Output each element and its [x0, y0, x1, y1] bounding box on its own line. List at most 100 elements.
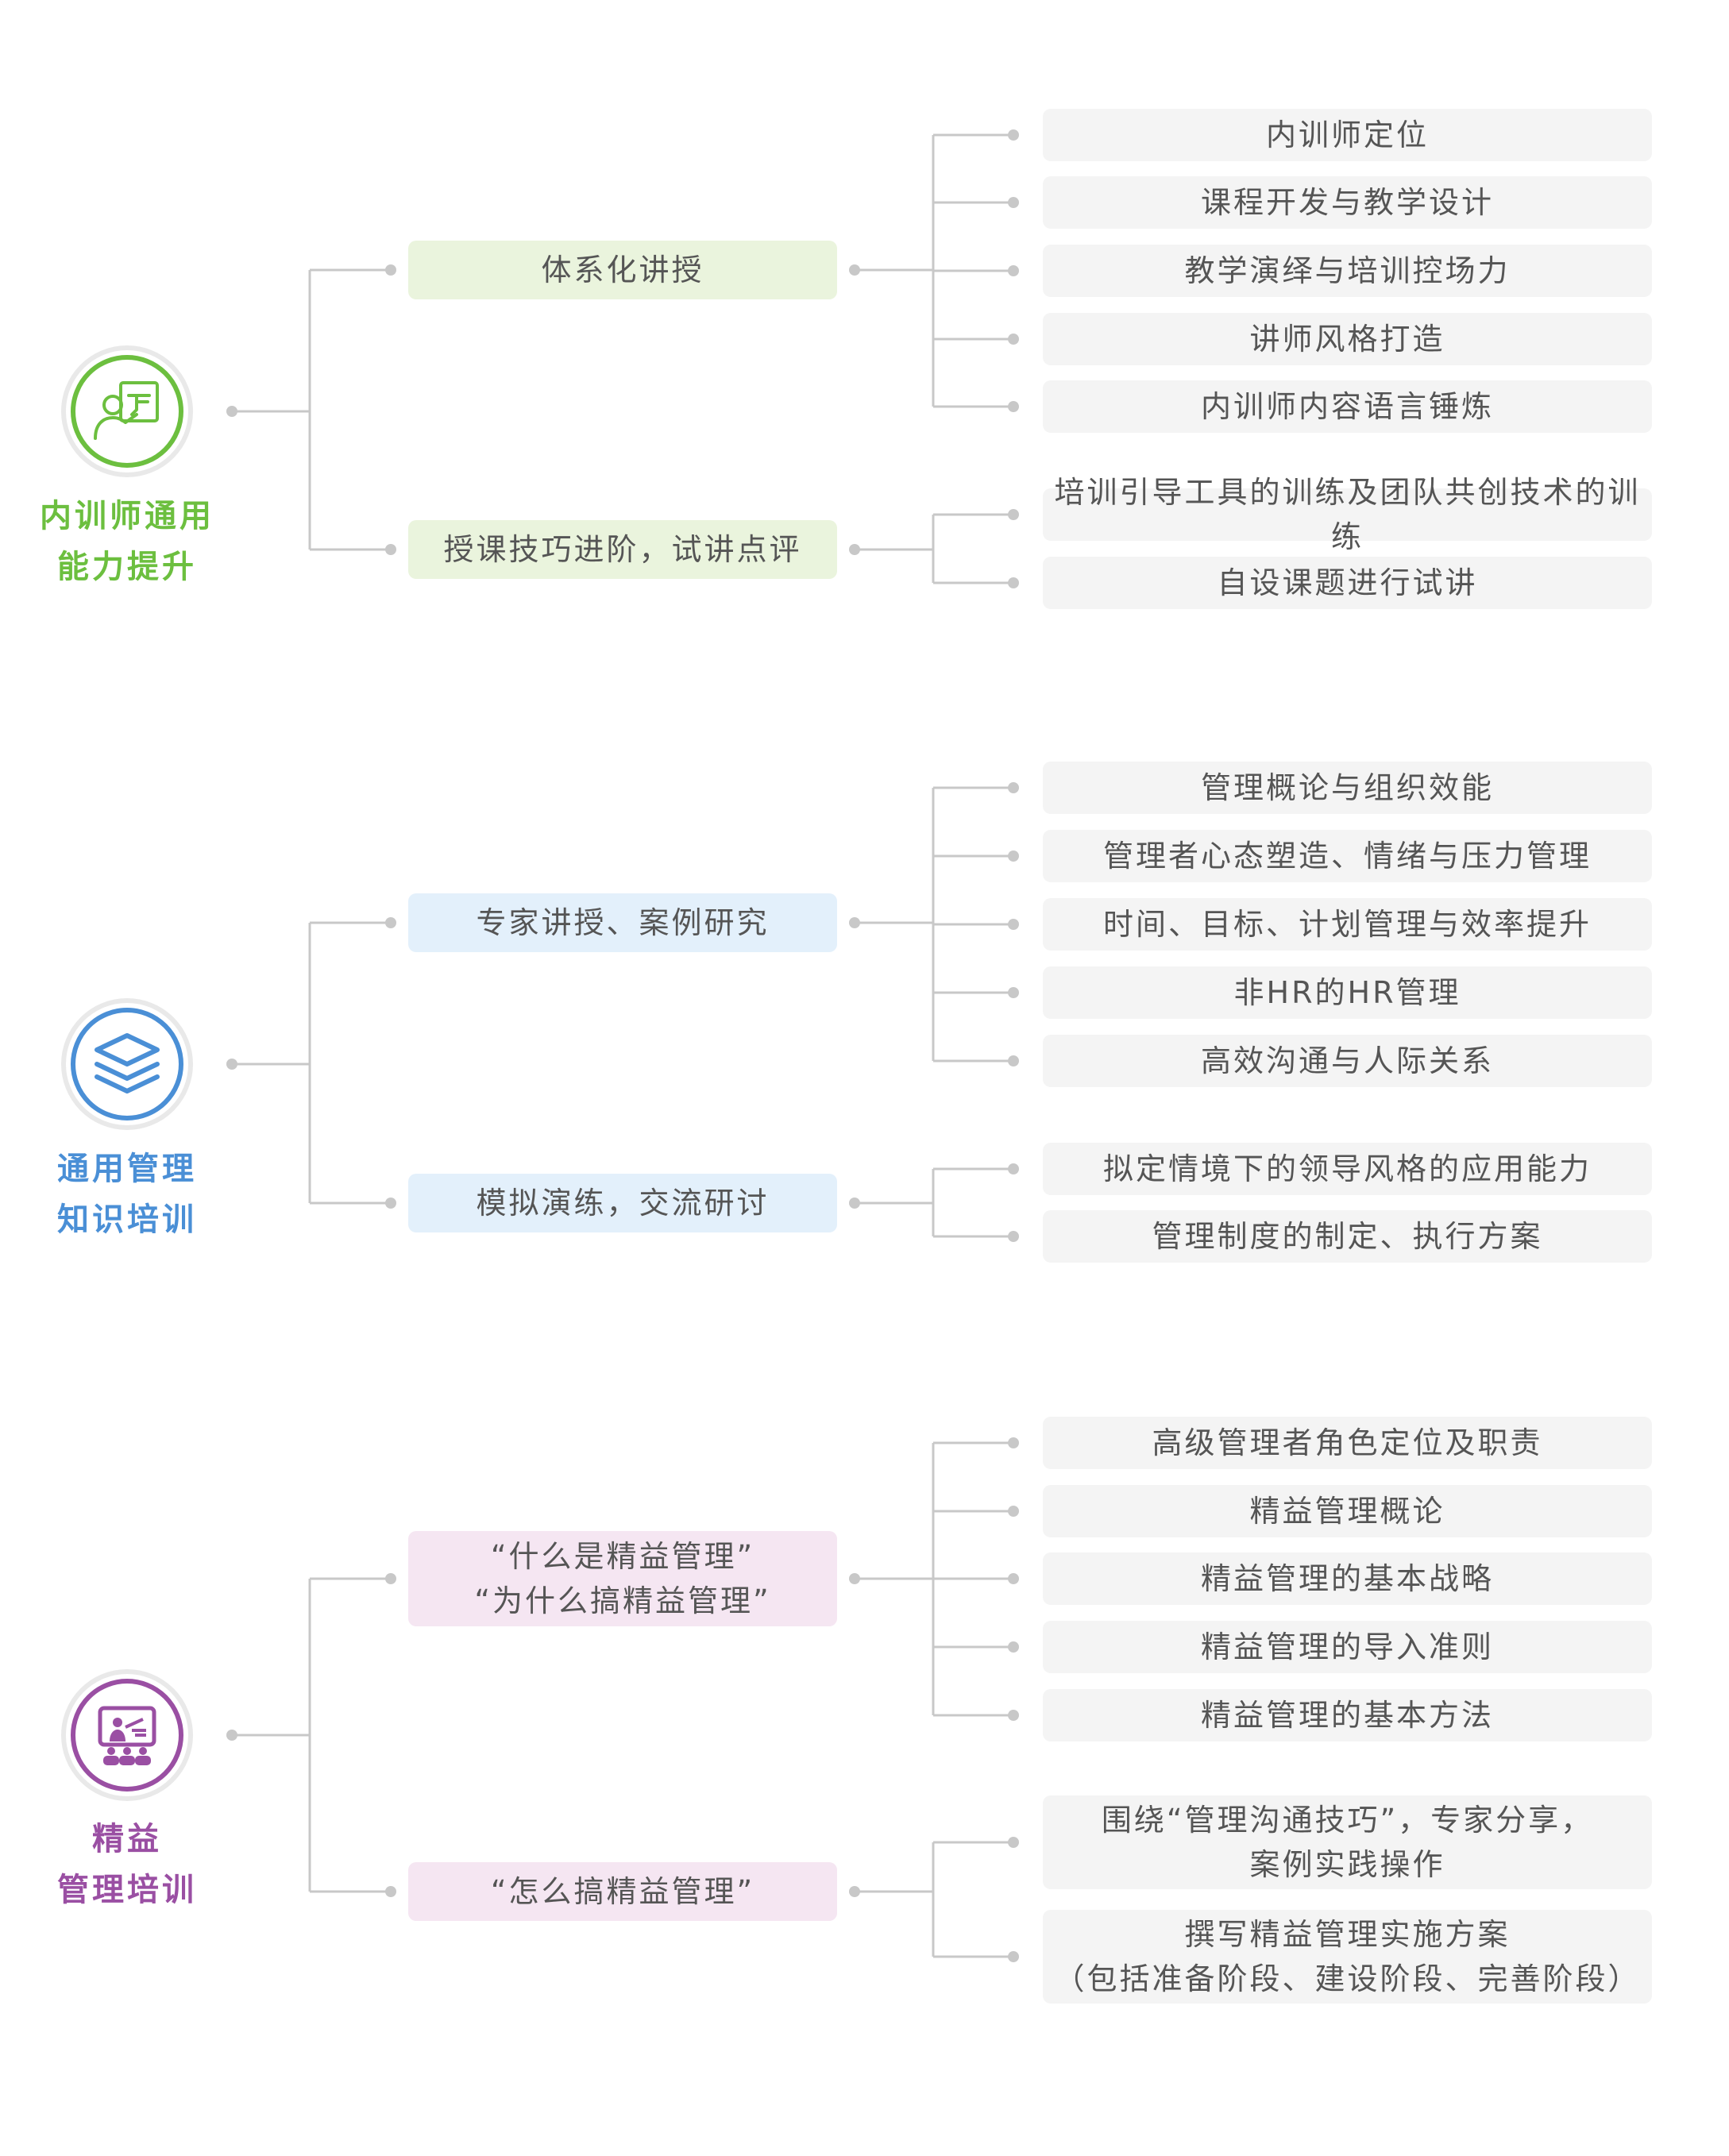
leaf-label: 讲师风格打造: [1249, 322, 1445, 357]
connector-dot: [1008, 1837, 1019, 1848]
leaf-label: 高效沟通与人际关系: [1200, 1043, 1494, 1078]
leaf-box: 管理概论与组织效能: [1043, 762, 1652, 814]
leaf-label: 教学演绎与培训控场力: [1184, 253, 1511, 288]
connector-dot: [1008, 197, 1019, 208]
leaf-label: 案例实践操作: [1249, 1847, 1445, 1882]
branch-box: 体系化讲授: [408, 241, 837, 299]
leaf-label: 非HR的HR管理: [1233, 975, 1461, 1010]
leaf-box: 围绕“管理沟通技巧”，专家分享， 案例实践操作: [1043, 1795, 1652, 1889]
connector-dot: [1008, 129, 1019, 141]
presentation-audience-icon: [71, 1679, 183, 1792]
leaf-box: 讲师风格打造: [1043, 313, 1652, 365]
group-title-line: 精益: [92, 1821, 162, 1857]
connector-dot: [1008, 509, 1019, 520]
leaf-box: 管理者心态塑造、情绪与压力管理: [1043, 830, 1652, 882]
connector-dot: [1008, 577, 1019, 588]
leaf-box: 高效沟通与人际关系: [1043, 1035, 1652, 1087]
connector-dot: [1008, 1231, 1019, 1242]
leaf-label: 围绕“管理沟通技巧”，专家分享，: [1101, 1803, 1594, 1838]
connector-dot: [1008, 265, 1019, 276]
branch-label: 专家讲授、案例研究: [476, 905, 770, 940]
trainer-board-icon: [71, 355, 183, 468]
leaf-label: 精益管理概论: [1249, 1494, 1445, 1529]
connector-dot: [385, 917, 396, 928]
branch-label: 模拟演练，交流研讨: [476, 1186, 770, 1221]
connector-dot: [385, 1886, 396, 1897]
group-title: 内训师通用能力提升: [0, 491, 270, 592]
leaf-label: 管理者心态塑造、情绪与压力管理: [1102, 839, 1592, 874]
group-title: 精益管理培训: [0, 1814, 270, 1915]
leaf-box: 撰写精益管理实施方案 （包括准备阶段、建设阶段、完善阶段）: [1043, 1910, 1652, 2004]
leaf-box: 精益管理的导入准则: [1043, 1621, 1652, 1673]
branch-box: 模拟演练，交流研讨: [408, 1174, 837, 1232]
leaf-box: 高级管理者角色定位及职责: [1043, 1417, 1652, 1469]
group-title-line: 通用管理: [57, 1151, 197, 1187]
leaf-label: 培训引导工具的训练及团队共创技术的训练: [1054, 475, 1641, 554]
group-icon-ring: [61, 1669, 193, 1801]
group-title-line: 内训师通用: [40, 498, 214, 534]
leaf-label: 内训师内容语言锤炼: [1200, 389, 1494, 424]
branch-box: 授课技巧进阶，试讲点评: [408, 520, 837, 579]
leaf-box: 拟定情境下的领导风格的应用能力: [1043, 1143, 1652, 1195]
leaf-box: 培训引导工具的训练及团队共创技术的训练: [1043, 475, 1652, 554]
connector-dot: [1008, 334, 1019, 345]
leaf-label: 自设课题进行试讲: [1217, 565, 1478, 600]
connector-dot: [1008, 1055, 1019, 1066]
leaf-label: 高级管理者角色定位及职责: [1152, 1425, 1543, 1460]
connector-dot: [1008, 1573, 1019, 1584]
branch-label: 体系化讲授: [541, 253, 704, 287]
leaf-label: 管理概论与组织效能: [1200, 770, 1494, 805]
branch-label: “怎么搞精益管理”: [490, 1874, 755, 1909]
connector-dot: [1008, 1951, 1019, 1962]
leaf-box: 精益管理的基本方法: [1043, 1689, 1652, 1741]
connector-dot: [1008, 1163, 1019, 1174]
connector-dot: [1008, 1641, 1019, 1653]
connector-dot: [385, 1573, 396, 1584]
leaf-label: 时间、目标、计划管理与效率提升: [1102, 907, 1592, 942]
connector-dot: [1008, 782, 1019, 793]
layers-icon: [71, 1008, 183, 1120]
leaf-box: 自设课题进行试讲: [1043, 557, 1652, 609]
leaf-label: 内训师定位: [1265, 118, 1429, 152]
branch-box: “什么是精益管理” “为什么搞精益管理”: [408, 1531, 837, 1626]
group-title-line: 能力提升: [57, 549, 197, 585]
group-icon-ring: [61, 345, 193, 477]
connector-dot: [1008, 401, 1019, 412]
leaf-box: 精益管理的基本战略: [1043, 1552, 1652, 1605]
leaf-box: 管理制度的制定、执行方案: [1043, 1210, 1652, 1263]
connector-dot: [385, 264, 396, 276]
group-title-line: 知识培训: [57, 1201, 197, 1238]
leaf-label: 拟定情境下的领导风格的应用能力: [1102, 1151, 1592, 1186]
connector-dot: [385, 1198, 396, 1209]
leaf-label: 精益管理的导入准则: [1200, 1630, 1494, 1664]
group-icon-ring: [61, 998, 193, 1130]
leaf-box: 非HR的HR管理: [1043, 966, 1652, 1019]
leaf-label: （包括准备阶段、建设阶段、完善阶段）: [1054, 1961, 1641, 1996]
leaf-label: 精益管理的基本方法: [1200, 1698, 1494, 1733]
leaf-box: 时间、目标、计划管理与效率提升: [1043, 898, 1652, 951]
connector-dot: [1008, 987, 1019, 998]
leaf-box: 精益管理概论: [1043, 1485, 1652, 1537]
connector-dot: [1008, 1506, 1019, 1517]
leaf-label: 撰写精益管理实施方案: [1184, 1917, 1511, 1952]
connector-dot: [1008, 919, 1019, 930]
group-title: 通用管理知识培训: [0, 1144, 270, 1245]
connector-dot: [1008, 1710, 1019, 1721]
branch-label: 授课技巧进阶，试讲点评: [443, 532, 802, 567]
leaf-box: 内训师定位: [1043, 109, 1652, 161]
leaf-label: 课程开发与教学设计: [1200, 185, 1494, 220]
branch-label: “为什么搞精益管理”: [474, 1583, 771, 1618]
group-title-line: 管理培训: [57, 1872, 197, 1908]
connector-dot: [1008, 850, 1019, 862]
leaf-label: 精益管理的基本战略: [1200, 1561, 1494, 1596]
connector-dot: [1008, 1437, 1019, 1448]
branch-box: “怎么搞精益管理”: [408, 1862, 837, 1921]
leaf-label: 管理制度的制定、执行方案: [1152, 1219, 1543, 1254]
leaf-box: 内训师内容语言锤炼: [1043, 380, 1652, 433]
leaf-box: 教学演绎与培训控场力: [1043, 245, 1652, 297]
leaf-box: 课程开发与教学设计: [1043, 176, 1652, 229]
branch-label: “什么是精益管理”: [490, 1539, 755, 1574]
branch-box: 专家讲授、案例研究: [408, 893, 837, 952]
connector-dot: [385, 544, 396, 555]
